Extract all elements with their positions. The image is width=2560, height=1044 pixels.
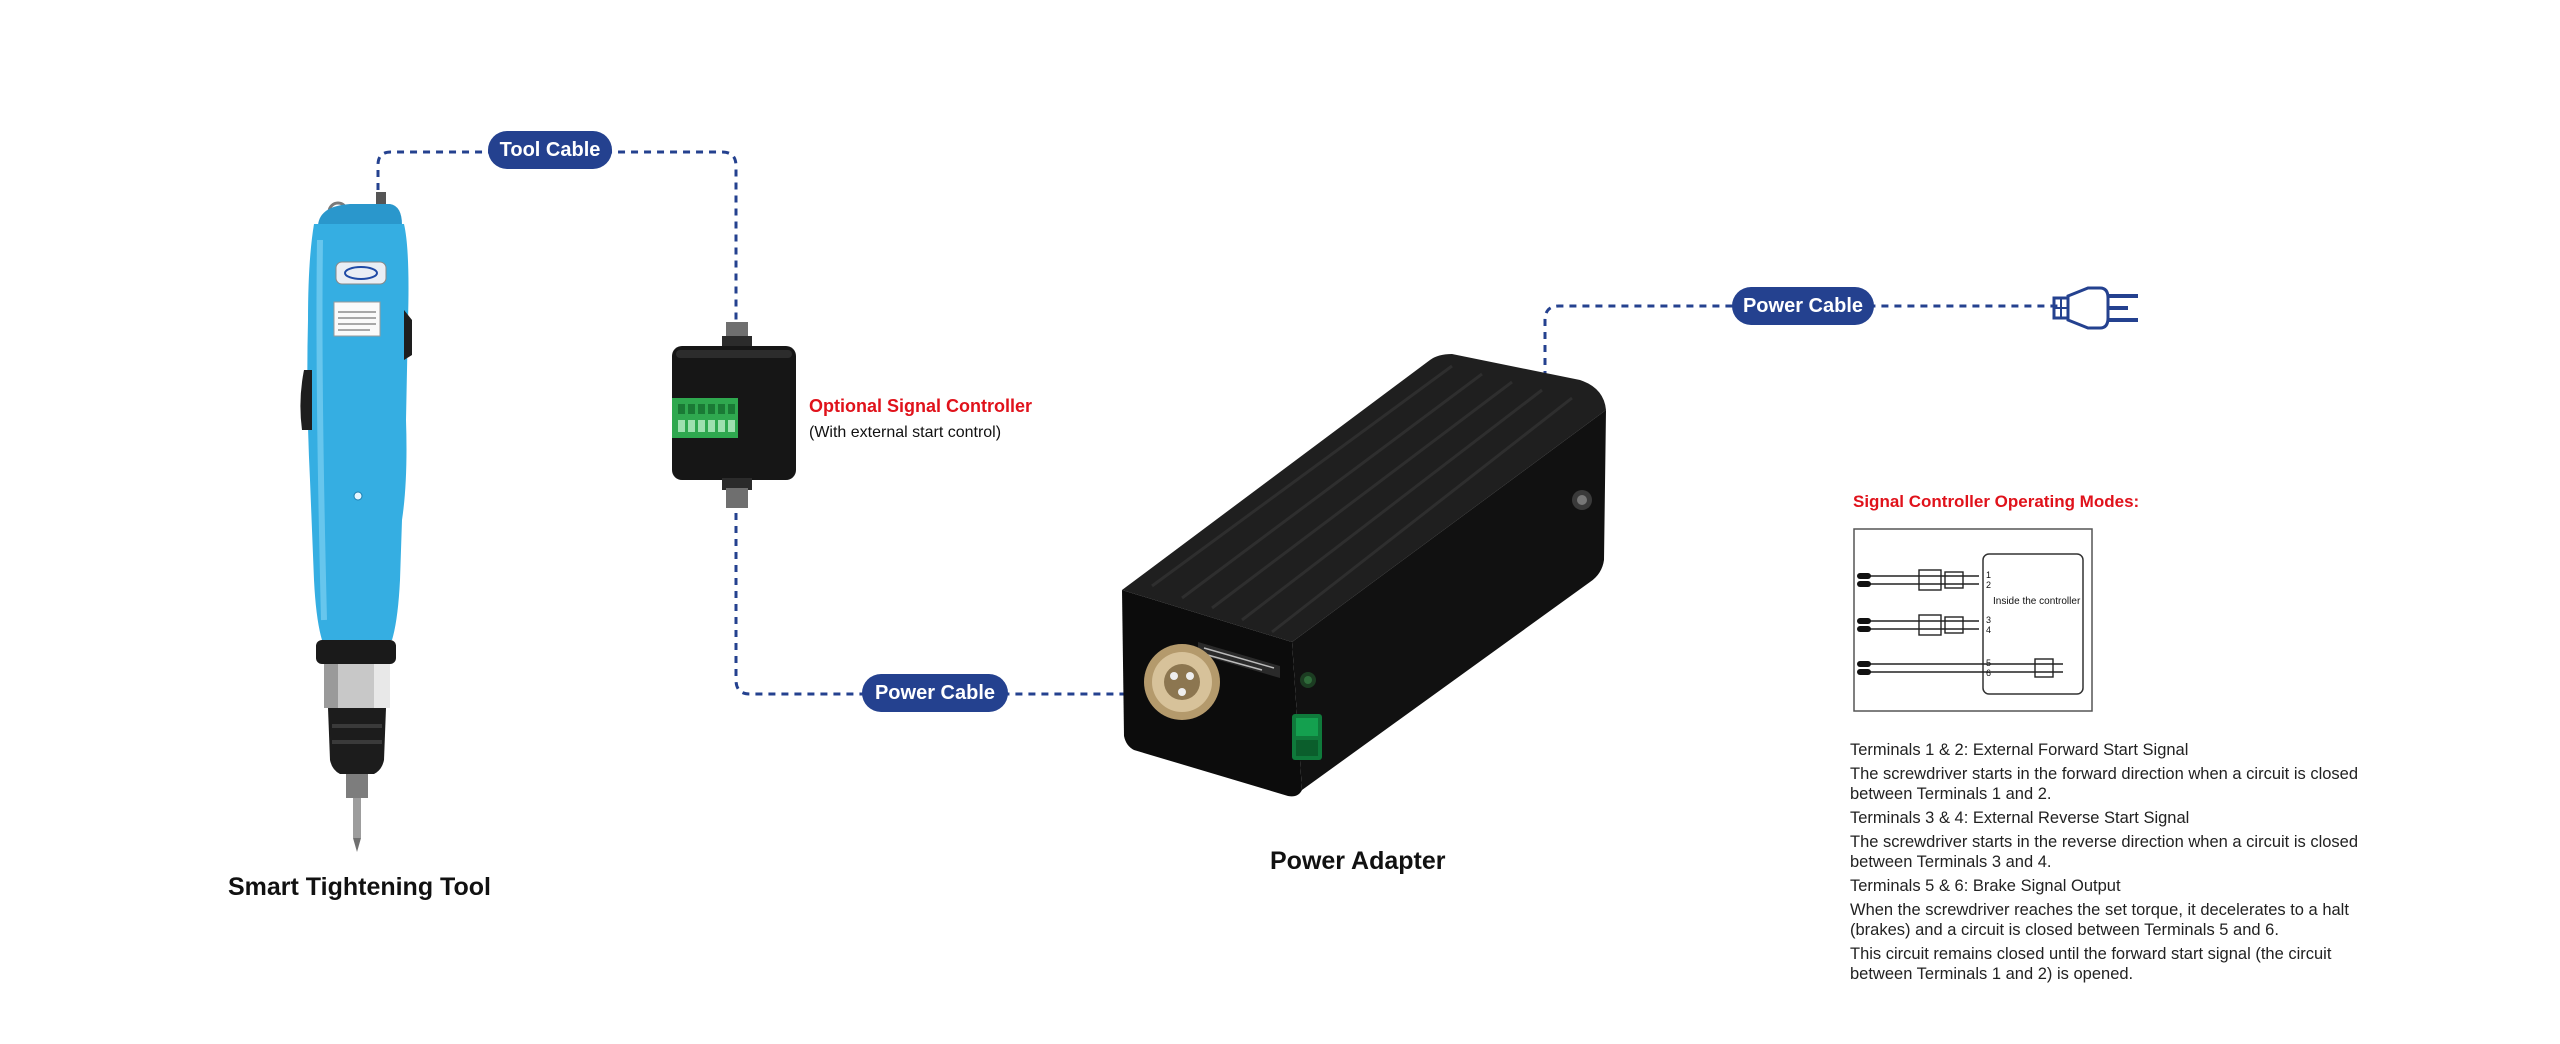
signal-controller-note: (With external start control) xyxy=(809,424,1002,441)
operating-modes-description: Terminals 1 & 2: External Forward Start … xyxy=(1850,736,2370,984)
wiring-diagram: 1 2 3 4 5 6 Inside the controller xyxy=(1853,528,2093,712)
power-cable-label-left: Power Cable xyxy=(862,674,1008,712)
operating-modes-title: Signal Controller Operating Modes: xyxy=(1853,492,2140,511)
mode-2-title: Terminals 3 & 4: External Reverse Start … xyxy=(1850,809,2190,827)
terminal-5-label: 5 xyxy=(1986,658,1991,668)
tool-cable-line xyxy=(376,150,738,330)
terminal-6-label: 6 xyxy=(1986,668,1991,678)
mode-1-title: Terminals 1 & 2: External Forward Start … xyxy=(1850,741,2189,759)
smart-tightening-tool-caption: Smart Tightening Tool xyxy=(228,873,491,901)
mode-2-desc: The screwdriver starts in the reverse di… xyxy=(1850,833,2359,871)
power-plug-icon xyxy=(2052,286,2138,330)
smart-tightening-tool-image xyxy=(300,192,412,852)
inside-controller-label: Inside the controller xyxy=(1993,596,2081,607)
power-adapter-image xyxy=(1122,354,1606,797)
power-cable-label-right: Power Cable xyxy=(1732,287,1874,325)
mode-footer: This circuit remains closed until the fo… xyxy=(1850,945,2332,983)
mode-3-title: Terminals 5 & 6: Brake Signal Output xyxy=(1850,877,2121,895)
terminal-1-label: 1 xyxy=(1986,570,1991,580)
adapter-power-cable-line xyxy=(1543,304,2058,378)
terminal-3-label: 3 xyxy=(1986,615,1991,625)
power-adapter-caption: Power Adapter xyxy=(1270,847,1446,875)
terminal-4-label: 4 xyxy=(1986,625,1991,635)
mode-3-desc: When the screwdriver reaches the set tor… xyxy=(1850,901,2349,939)
terminal-2-label: 2 xyxy=(1986,580,1991,590)
tool-cable-label: Tool Cable xyxy=(488,131,612,169)
signal-controller-image xyxy=(672,322,796,508)
signal-controller-title: Optional Signal Controller xyxy=(809,396,1033,416)
mode-1-desc: The screwdriver starts in the forward di… xyxy=(1850,765,2359,803)
controller-power-cable-line xyxy=(734,500,1150,696)
